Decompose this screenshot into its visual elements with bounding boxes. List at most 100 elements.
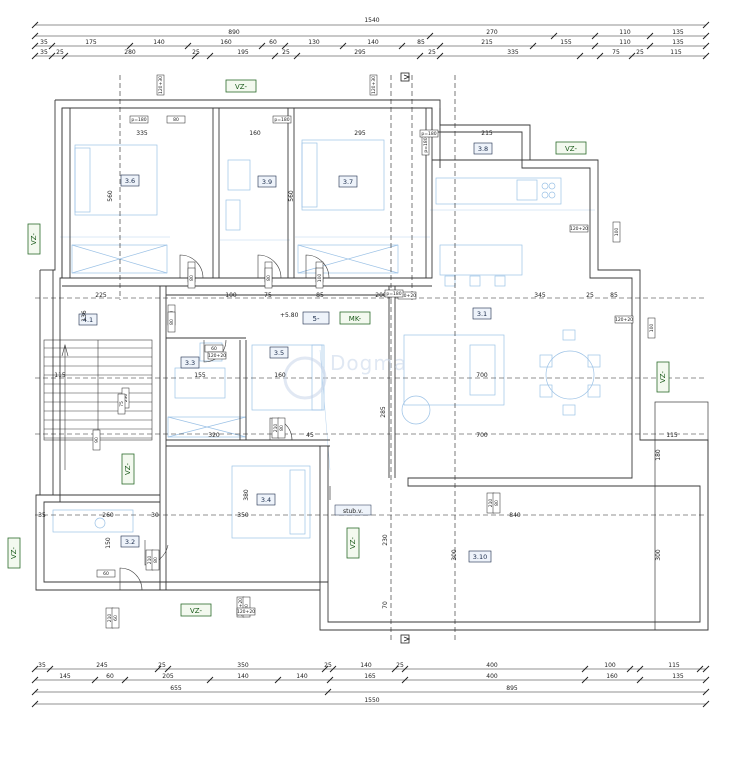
dim-text: 700 bbox=[476, 432, 488, 439]
stairs bbox=[43, 339, 153, 470]
floor-level-mark: +5.80 bbox=[280, 312, 299, 319]
dim-text: 335 bbox=[136, 130, 148, 137]
room-label: 3.1 bbox=[477, 310, 487, 318]
dim-tick bbox=[636, 665, 644, 673]
window-label-text: p=180 bbox=[386, 291, 401, 297]
dim-text: 135 bbox=[672, 29, 684, 36]
dim-text: 380 bbox=[243, 489, 250, 501]
dim-text: 155 bbox=[194, 372, 206, 379]
dim-tick bbox=[293, 52, 301, 60]
vz-tag-label: VZ- bbox=[190, 607, 202, 615]
dim-text: 25 bbox=[282, 49, 290, 56]
dim-text: 160 bbox=[249, 130, 261, 137]
interior-dimensions: 335 160 295 560 560 215 345 225 100 75 8… bbox=[38, 130, 678, 609]
dim-text: 85 bbox=[610, 292, 618, 299]
room-label: 3.8 bbox=[478, 145, 488, 153]
window-label-text: 210 bbox=[107, 614, 113, 623]
room-labels bbox=[78, 142, 493, 563]
dim-tick bbox=[398, 42, 406, 50]
dim-text: 135 bbox=[672, 673, 684, 680]
top-dimension-lines bbox=[35, 24, 706, 57]
dim-tick bbox=[61, 52, 69, 60]
dim-tick bbox=[206, 676, 214, 684]
hatch-tag-label: stub.v. bbox=[343, 508, 363, 515]
dim-tick bbox=[258, 42, 266, 50]
section-tag-label: 5- bbox=[313, 315, 320, 323]
dim-tick bbox=[184, 42, 192, 50]
window-label: 80 bbox=[492, 492, 501, 514]
window-label-text: 230 bbox=[123, 394, 129, 403]
vz-tag-label: VZ- bbox=[565, 145, 577, 153]
window-label-text: 120+20 bbox=[208, 353, 226, 359]
dim-text: 560 bbox=[288, 190, 295, 202]
room-label: 3.5 bbox=[274, 349, 284, 357]
dim-text: 160 bbox=[220, 39, 232, 46]
watermark-logo: Dogma bbox=[283, 351, 406, 400]
window-label: 120+20 bbox=[236, 607, 256, 616]
window-label-text: 80 bbox=[279, 425, 285, 431]
dim-text: 35 bbox=[38, 662, 46, 669]
dim-text: 180 bbox=[655, 449, 662, 461]
window-label: 60 bbox=[111, 607, 120, 629]
dim-text: 230 bbox=[382, 534, 389, 546]
dim-tick bbox=[281, 42, 289, 50]
dim-text: 30 bbox=[151, 512, 159, 519]
window-label: 100 bbox=[315, 267, 324, 289]
dim-text: 25 bbox=[636, 49, 644, 56]
window-label: p=180 bbox=[419, 129, 439, 138]
window-label-text: 80 bbox=[494, 500, 500, 506]
dim-tick bbox=[31, 21, 39, 29]
dim-tick bbox=[529, 42, 537, 50]
window-label: 120+20 bbox=[207, 351, 227, 360]
vz-tag-label: VZ- bbox=[235, 83, 247, 91]
dim-tick bbox=[436, 52, 444, 60]
dim-tick bbox=[164, 665, 172, 673]
dim-text: 1540 bbox=[364, 17, 379, 24]
dim-text: 245 bbox=[96, 662, 108, 669]
dim-text: 270 bbox=[486, 29, 498, 36]
dim-text: 165 bbox=[364, 673, 376, 680]
dim-text: 145 bbox=[59, 673, 71, 680]
dim-tick bbox=[401, 676, 409, 684]
dim-text: 45 bbox=[306, 432, 314, 439]
window-label: p=180 bbox=[384, 289, 404, 298]
window-label: 80 bbox=[277, 417, 286, 439]
dim-text: 225 bbox=[95, 292, 107, 299]
dim-tick bbox=[326, 676, 334, 684]
dim-text: 140 bbox=[153, 39, 165, 46]
dim-text: 205 bbox=[162, 673, 174, 680]
dim-text: 655 bbox=[170, 685, 182, 692]
window-label-text: 80 bbox=[266, 275, 272, 281]
dim-text: 215 bbox=[481, 130, 493, 137]
dim-tick bbox=[324, 688, 332, 696]
room-label: 3.2 bbox=[125, 538, 135, 546]
vz-tags bbox=[7, 79, 670, 617]
dim-text: 160 bbox=[606, 673, 618, 680]
dim-tick bbox=[702, 21, 710, 29]
dim-text: 35 bbox=[40, 49, 48, 56]
bottom-dimension-texts: 35 245 25 350 25 140 25 400 100 115 145 … bbox=[38, 662, 684, 704]
dim-tick bbox=[48, 42, 56, 50]
dim-tick bbox=[274, 676, 282, 684]
window-label: 100 bbox=[647, 317, 656, 339]
dim-tick bbox=[702, 688, 710, 696]
dim-text: 300 bbox=[451, 549, 458, 561]
dim-text: 60 bbox=[106, 673, 114, 680]
dim-tick bbox=[696, 665, 704, 673]
dim-text: 335 bbox=[507, 49, 519, 56]
dim-text: 130 bbox=[308, 39, 320, 46]
dim-text: 110 bbox=[619, 29, 631, 36]
window-label-text: 100 bbox=[649, 324, 655, 333]
dim-text: 135 bbox=[672, 39, 684, 46]
dim-tick bbox=[628, 52, 636, 60]
window-label: 80 bbox=[151, 549, 160, 571]
dim-text: 140 bbox=[296, 673, 308, 680]
window-label: 120+20 bbox=[614, 315, 634, 324]
window-label-text: 75 bbox=[119, 401, 125, 407]
dim-tick bbox=[31, 688, 39, 696]
dim-text: 285 bbox=[380, 406, 387, 418]
dim-text: 100 bbox=[604, 662, 616, 669]
dim-tick bbox=[596, 52, 604, 60]
